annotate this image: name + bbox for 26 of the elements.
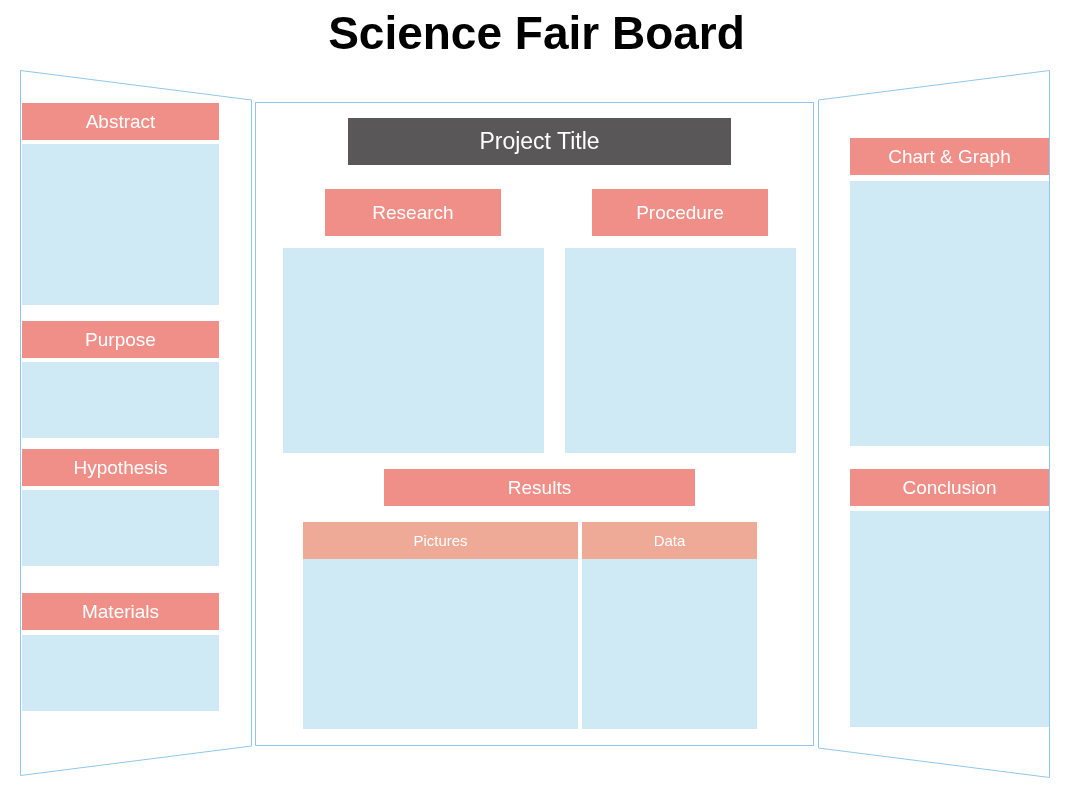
board-panel (255, 102, 814, 746)
content-area (850, 511, 1049, 727)
content-area (565, 248, 796, 453)
section-header: Conclusion (850, 469, 1049, 506)
section-header: Materials (22, 593, 219, 630)
content-area (22, 635, 219, 711)
section-header: Results (384, 469, 695, 506)
section-header: Chart & Graph (850, 138, 1049, 175)
content-area (283, 248, 544, 453)
section-header: Research (325, 189, 501, 236)
section-header: Procedure (592, 189, 768, 236)
column-header: Pictures (303, 522, 578, 559)
title-banner: Project Title (348, 118, 731, 165)
page-title: Science Fair Board (328, 6, 745, 60)
column-header: Data (582, 522, 757, 559)
section-header: Abstract (22, 103, 219, 140)
content-area (303, 559, 578, 729)
content-area (22, 490, 219, 566)
content-area (850, 181, 1049, 446)
section-header: Hypothesis (22, 449, 219, 486)
content-area (582, 559, 757, 729)
section-header: Purpose (22, 321, 219, 358)
content-area (22, 144, 219, 305)
content-area (22, 362, 219, 438)
board-panel (20, 70, 252, 776)
board-panel (818, 70, 1050, 778)
